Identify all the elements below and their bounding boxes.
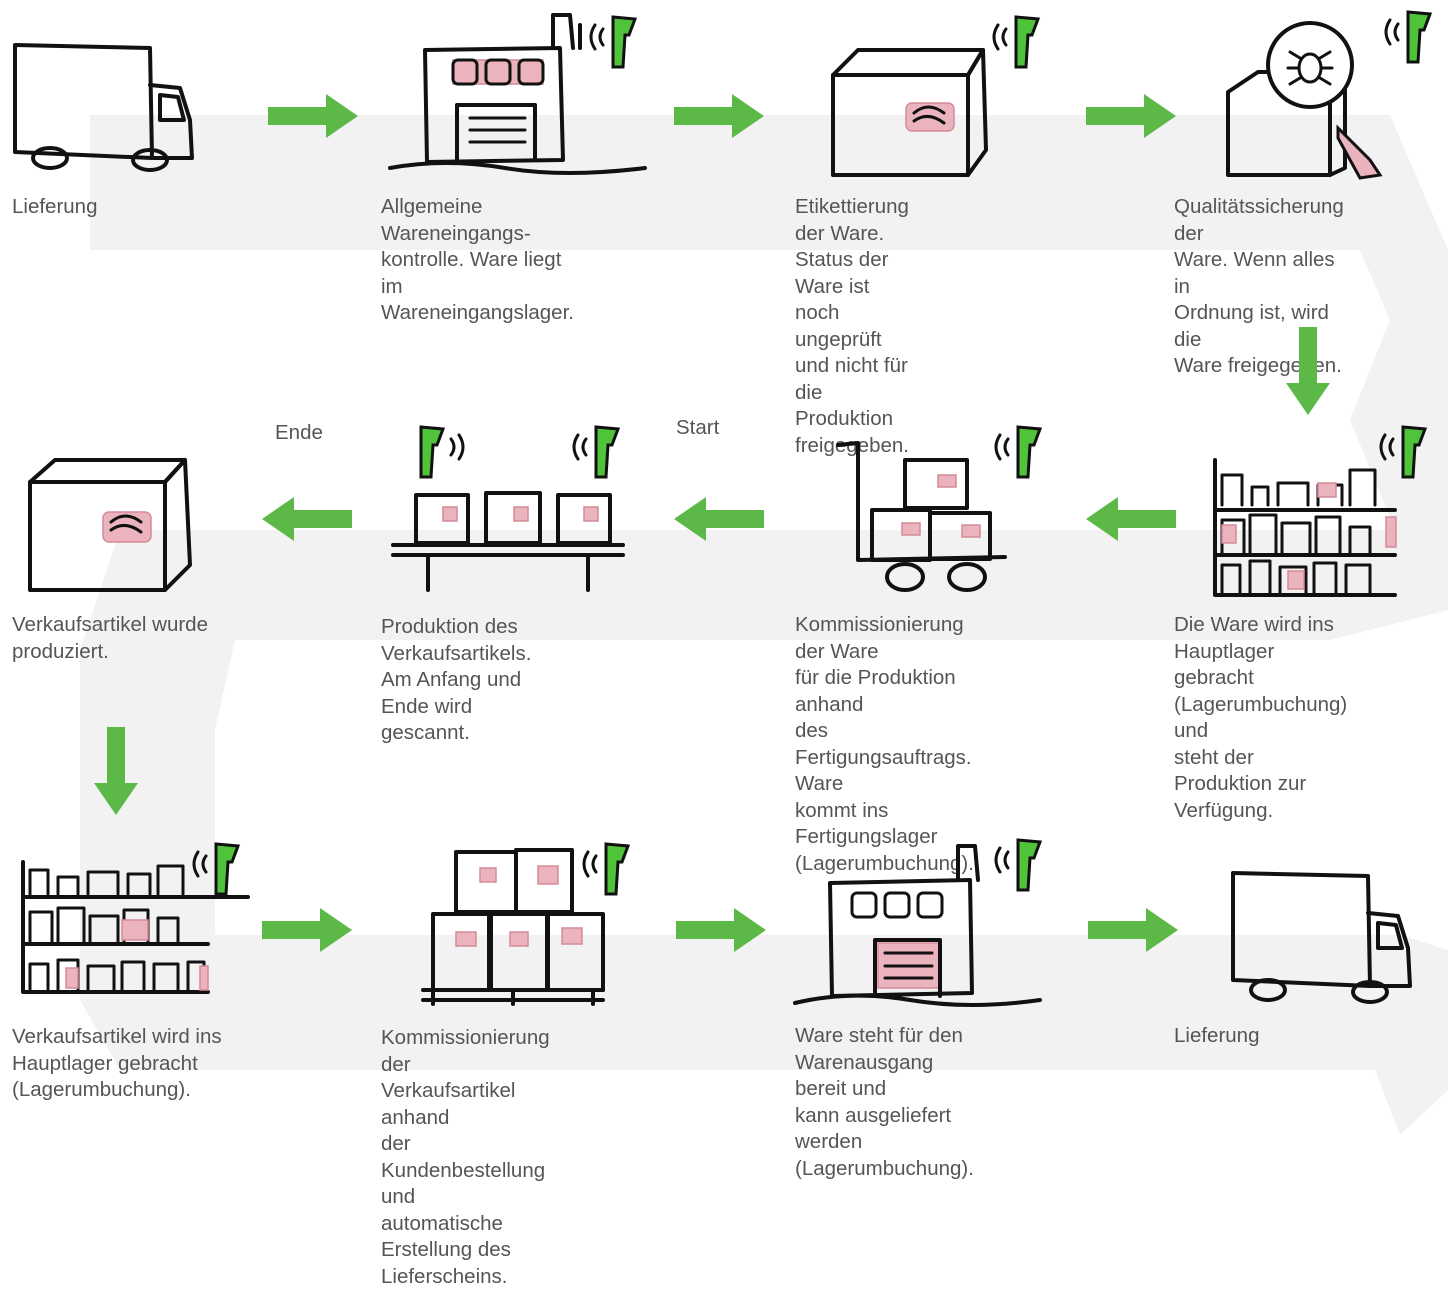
step-caption: Ware steht für den Warenausgang bereit u… (795, 1024, 974, 1180)
step-caption: Produktion des Verkaufsartikels. Am Anfa… (381, 615, 532, 744)
arrow-down-icon (1286, 327, 1330, 415)
step-caption: Verkaufsartikel wurde produziert. (12, 613, 208, 663)
step-caption: Lieferung (1174, 1024, 1260, 1047)
box-icon (831, 15, 1041, 177)
arrow-right-icon (1086, 94, 1176, 138)
truck-icon (1231, 871, 1412, 1004)
start-tag: Start (676, 416, 720, 439)
step-caption: Kommissionierung der Verkaufsartikel anh… (381, 1026, 550, 1288)
arrow-left-icon (1086, 497, 1176, 541)
magnifier-bug-icon (1226, 10, 1433, 180)
step-caption: Verkaufsartikel wird ins Hauptlager gebr… (12, 1025, 222, 1101)
conveyor-icon (391, 425, 625, 592)
flow-backdrop (80, 115, 1448, 1135)
arrow-left-icon (262, 497, 352, 541)
arrow-left-icon (674, 497, 764, 541)
end-tag: Ende (275, 421, 323, 444)
step-caption: Kommissionierung der Ware für die Produk… (795, 613, 974, 875)
shelf-icon (1213, 425, 1428, 597)
factory-icon (388, 13, 647, 175)
box-icon (28, 458, 192, 592)
arrow-right-icon (262, 908, 352, 952)
arrow-right-icon (1088, 908, 1178, 952)
pallet-icon (421, 842, 631, 1006)
step-caption: Allgemeine Wareneingangs- kontrolle. War… (381, 195, 574, 324)
truck-icon (13, 43, 194, 172)
arrow-right-icon (674, 94, 764, 138)
step-caption: Die Ware wird ins Hauptlager gebracht (L… (1174, 613, 1348, 822)
arrow-right-icon (676, 908, 766, 952)
shelf-icon (21, 842, 250, 994)
arrow-right-icon (268, 94, 358, 138)
step-caption: Lieferung (12, 195, 98, 218)
factory-icon (793, 838, 1043, 1007)
handtruck-icon (836, 425, 1043, 592)
flow-backdrop-shape (80, 115, 1448, 1135)
arrow-down-icon (94, 727, 138, 815)
step-caption: Etikettierung der Ware. Status der Ware … (795, 195, 909, 457)
